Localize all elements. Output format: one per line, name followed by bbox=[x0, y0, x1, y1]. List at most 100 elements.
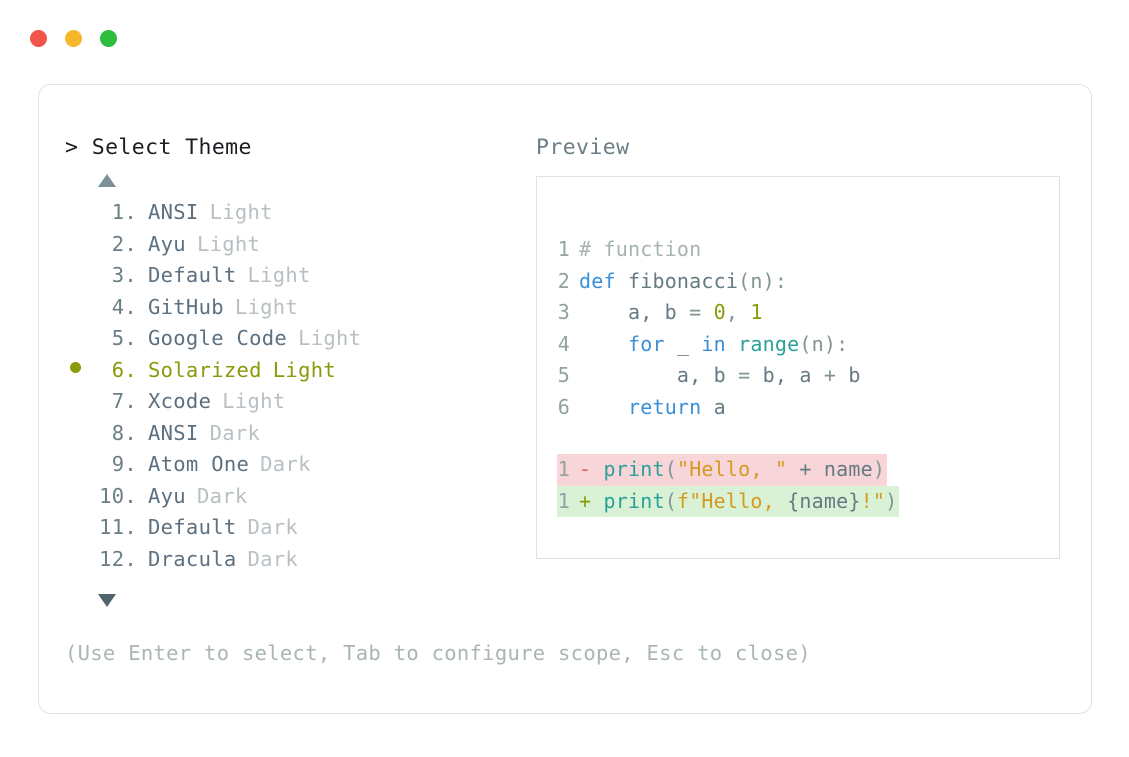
code-token: + bbox=[823, 363, 849, 387]
code-token: b bbox=[848, 363, 861, 387]
code-token: a, b bbox=[579, 300, 690, 324]
code-token: {name} bbox=[787, 488, 861, 513]
code-token: return bbox=[627, 394, 714, 419]
theme-item-variant: Dark bbox=[260, 452, 311, 476]
selected-dot-icon bbox=[70, 361, 81, 373]
line-number: 2 bbox=[557, 268, 570, 293]
theme-list-item[interactable]: 6. Solarized Light bbox=[65, 358, 535, 390]
code-token: in bbox=[701, 331, 739, 356]
theme-item-index: 5. bbox=[111, 326, 137, 350]
selected-bullet-icon bbox=[65, 358, 91, 382]
code-token: f"Hello, bbox=[676, 488, 788, 513]
theme-item-index: 1. bbox=[111, 200, 137, 224]
line-number: 3 bbox=[557, 300, 570, 324]
keyboard-hint: (Use Enter to select, Tab to configure s… bbox=[65, 641, 811, 665]
line-number: 1 bbox=[557, 457, 570, 481]
theme-item-variant: Light bbox=[298, 326, 362, 350]
theme-item-variant: Dark bbox=[196, 483, 248, 508]
maximize-window-button[interactable] bbox=[100, 30, 117, 47]
code-token: ) bbox=[885, 488, 898, 513]
line-number: 6 bbox=[557, 394, 570, 419]
code-token: = bbox=[738, 363, 763, 387]
theme-item-name: Ayu bbox=[148, 483, 186, 508]
code-token: ( bbox=[664, 488, 677, 513]
page-title: > Select Theme bbox=[65, 135, 535, 161]
code-token: ( bbox=[664, 457, 677, 481]
code-line: 5 a, b = b, a + b bbox=[557, 360, 1051, 392]
code-token: range bbox=[738, 331, 800, 356]
preview-title: Preview bbox=[536, 135, 630, 160]
line-number: 1 bbox=[557, 488, 570, 513]
line-number: 1 bbox=[557, 237, 570, 261]
code-token: "Hello, " bbox=[676, 457, 788, 481]
code-line: 6 return a bbox=[557, 392, 1051, 424]
prompt-chevron-icon: > bbox=[65, 135, 79, 160]
line-number: 4 bbox=[557, 331, 570, 356]
theme-item-variant: Light bbox=[247, 263, 311, 287]
code-line: 1 # function bbox=[557, 234, 1051, 266]
code-token: 0 bbox=[713, 300, 726, 324]
close-window-button[interactable] bbox=[30, 30, 47, 47]
theme-item-name: GitHub bbox=[148, 294, 224, 319]
theme-item-name: Atom One bbox=[148, 452, 250, 476]
triangle-down-icon[interactable] bbox=[98, 594, 116, 607]
code-token: print bbox=[603, 457, 665, 481]
theme-item-index: 10. bbox=[99, 483, 137, 508]
line-number: 5 bbox=[557, 363, 570, 387]
code-token bbox=[579, 395, 628, 419]
triangle-up-icon[interactable] bbox=[98, 174, 116, 187]
code-token: 1 bbox=[750, 300, 763, 324]
code-token: a bbox=[713, 394, 726, 419]
code-token: name bbox=[823, 457, 873, 481]
theme-item-name: Solarized bbox=[148, 357, 262, 382]
code-token: print bbox=[603, 488, 665, 513]
theme-item-variant: Light bbox=[272, 357, 336, 382]
theme-item-variant: Light bbox=[196, 231, 261, 256]
theme-item-variant: Dark bbox=[247, 515, 299, 539]
theme-item-name: Dracula bbox=[148, 546, 237, 571]
theme-list-item[interactable]: 5. Google Code Light bbox=[65, 326, 535, 358]
code-token: a, b bbox=[579, 363, 739, 387]
theme-item-index: 12. bbox=[99, 546, 137, 571]
code-token: + bbox=[787, 457, 824, 481]
code-token: ) bbox=[872, 457, 886, 481]
diff-marker: + bbox=[579, 488, 604, 513]
code-line: 3 a, b = 0, 1 bbox=[557, 297, 1051, 329]
diff-line: 1+ print(f"Hello, {name}!") bbox=[557, 485, 900, 517]
theme-list-item[interactable]: 10. Ayu Dark bbox=[65, 484, 535, 516]
theme-item-index: 11. bbox=[99, 515, 137, 539]
theme-list-item[interactable]: 8. ANSI Dark bbox=[65, 421, 535, 453]
code-token: _ bbox=[676, 331, 702, 356]
code-token: , bbox=[725, 300, 751, 324]
code-token bbox=[579, 332, 628, 356]
theme-item-index: 8. bbox=[111, 420, 137, 445]
theme-item-name: Google Code bbox=[148, 326, 288, 350]
theme-item-variant: Dark bbox=[209, 420, 261, 445]
theme-item-index: 6. bbox=[111, 357, 137, 382]
theme-item-name: Default bbox=[148, 263, 237, 287]
theme-item-variant: Light bbox=[222, 389, 286, 413]
theme-item-name: Ayu bbox=[148, 231, 186, 256]
code-token: # function bbox=[579, 237, 702, 261]
theme-item-name: ANSI bbox=[148, 200, 199, 224]
code-token: (n): bbox=[799, 331, 849, 356]
theme-item-name: ANSI bbox=[148, 420, 199, 445]
minimize-window-button[interactable] bbox=[65, 30, 82, 47]
code-line: 4 for _ in range(n): bbox=[557, 329, 1051, 361]
